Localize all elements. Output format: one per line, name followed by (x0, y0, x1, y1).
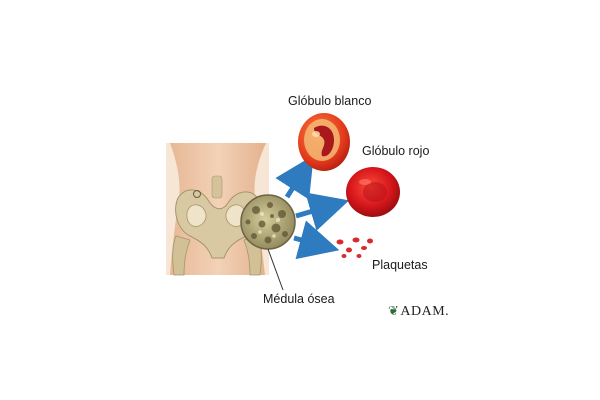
arrow-icon (275, 155, 314, 200)
label-red-blood-cell: Glóbulo rojo (362, 144, 430, 158)
arrow-icon (293, 220, 340, 260)
adam-logo-text: ADAM. (400, 304, 450, 319)
white-blood-cell (298, 113, 350, 171)
label-platelets: Plaquetas (372, 258, 428, 272)
label-bone-marrow: Médula ósea (263, 292, 335, 306)
adam-leaf-icon: ❦ (388, 303, 400, 318)
marrow-pointer-line (267, 248, 284, 291)
marrow-magnifier (240, 194, 296, 291)
red-blood-cell (346, 167, 400, 217)
label-white-blood-cell: Glóbulo blanco (288, 94, 372, 108)
adam-logo: ❦ADAM. (388, 303, 449, 320)
platelet (336, 237, 373, 258)
arrow-icon (295, 192, 350, 231)
